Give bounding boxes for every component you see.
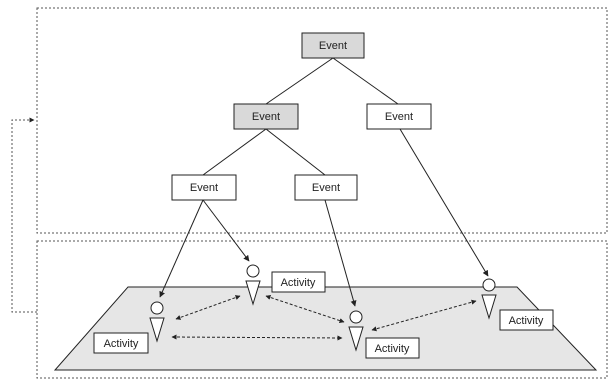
actor-2-person-triangle-icon [245, 264, 261, 306]
activity-box-3: Activity [365, 337, 420, 359]
activity-box-4: Activity [499, 309, 554, 331]
activity-box-4-label: Activity [509, 315, 544, 327]
event-layer-container [36, 7, 608, 234]
edge-top-to-mid-left [265, 57, 334, 105]
edge-low-left-to-actor-1 [159, 199, 204, 298]
event-node-low-left-label: Event [190, 182, 218, 194]
feedback-loop-connector [11, 117, 37, 313]
edge-low-left-to-actor-2 [202, 199, 250, 262]
event-node-top: Event [301, 32, 365, 59]
activity-box-1: Activity [93, 332, 149, 354]
activity-box-1-label: Activity [104, 338, 139, 350]
event-node-mid-left-label: Event [252, 111, 280, 123]
event-node-low-right-label: Event [312, 182, 340, 194]
interaction-actor1-actor2 [175, 295, 241, 320]
edge-low-right-to-actor-3 [324, 199, 357, 307]
event-node-low-left: Event [171, 174, 237, 201]
activity-box-2-label: Activity [281, 277, 316, 289]
actor-1-person-triangle-icon [149, 301, 165, 343]
interaction-actor1-actor3 [171, 334, 343, 341]
edge-mid-left-to-low-left [202, 128, 267, 176]
event-node-low-right: Event [294, 174, 358, 201]
event-node-mid-right: Event [366, 103, 432, 130]
interaction-actor3-actor4 [371, 299, 477, 332]
event-node-top-label: Event [319, 40, 347, 52]
actor-3-person-triangle-icon [348, 310, 364, 352]
edge-mid-left-to-low-right [265, 128, 326, 176]
actor-4-person-triangle-icon [481, 278, 497, 320]
interaction-actor2-actor3 [265, 295, 345, 323]
edge-mid-right-to-actor-4 [399, 128, 489, 277]
edge-top-to-mid-right [332, 57, 399, 105]
activity-box-2: Activity [271, 271, 326, 293]
event-node-mid-left: Event [233, 103, 299, 130]
activity-layer-container [36, 240, 608, 379]
event-node-mid-right-label: Event [385, 111, 413, 123]
activity-box-3-label: Activity [375, 343, 410, 355]
